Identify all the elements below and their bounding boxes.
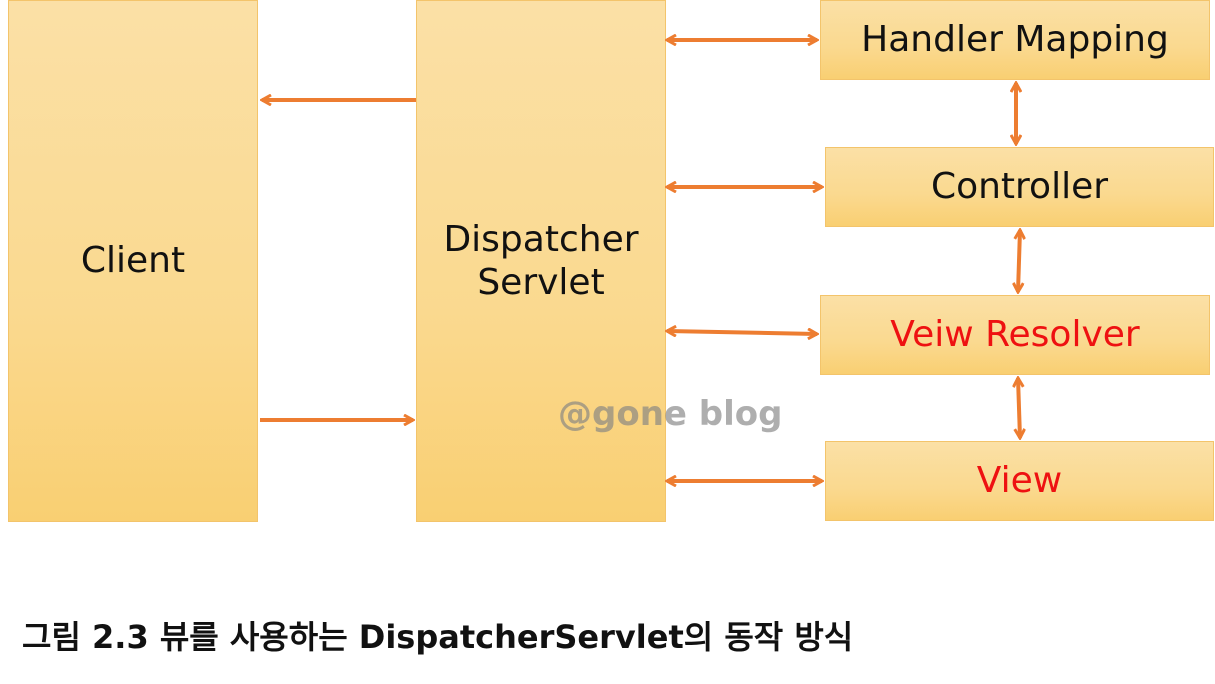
arrow-view-resolver-view — [1018, 378, 1020, 438]
client-label: Client — [80, 240, 186, 282]
watermark: @gone blog — [558, 394, 783, 434]
controller-box: Controller — [825, 147, 1214, 227]
dispatcher-label-line2: Servlet — [477, 262, 605, 303]
client-box: Client — [8, 0, 258, 522]
handler-mapping-label: Handler Mapping — [861, 19, 1169, 61]
handler-mapping-box: Handler Mapping — [820, 0, 1210, 80]
arrow-controller-view-resolver — [1018, 230, 1020, 292]
view-resolver-label: Veiw Resolver — [890, 314, 1140, 356]
figure-caption: 그림 2.3 뷰를 사용하는 DispatcherServlet의 동작 방식 — [22, 618, 854, 656]
view-box: View — [825, 441, 1214, 521]
controller-label: Controller — [930, 166, 1109, 208]
view-label: View — [976, 460, 1063, 502]
view-resolver-box: Veiw Resolver — [820, 295, 1210, 375]
arrow-dispatcher-view-resolver — [667, 331, 817, 334]
dispatcher-label-line1: Dispatcher — [443, 218, 639, 260]
dispatcher-servlet-box: Dispatcher Servlet — [416, 0, 666, 522]
